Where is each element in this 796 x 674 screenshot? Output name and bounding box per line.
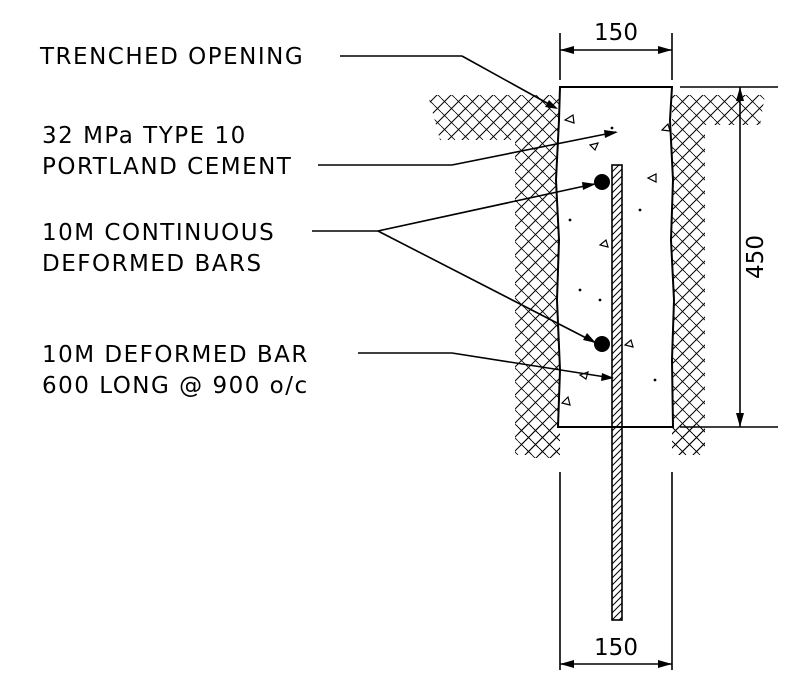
dim-top-width-text: 150	[594, 20, 638, 46]
continuous-bar-bottom	[594, 336, 610, 352]
dim-top-width	[559, 33, 673, 80]
label-cement-line1: 32 MPa TYPE 10	[42, 123, 247, 149]
dim-depth-text: 450	[743, 235, 769, 279]
label-bars-line2: DEFORMED BARS	[42, 251, 263, 277]
label-cement-line2: PORTLAND CEMENT	[42, 154, 292, 180]
label-trenched-opening: TRENCHED OPENING	[39, 44, 304, 70]
dim-bottom-width-text: 150	[594, 635, 638, 661]
dim-depth	[680, 86, 778, 428]
dim-bottom-width	[559, 472, 673, 670]
continuous-bar-top	[594, 174, 610, 190]
vertical-deformed-bar	[611, 164, 623, 621]
label-bar-line2: 600 LONG @ 900 o/c	[42, 373, 309, 399]
leader-lines	[312, 55, 618, 381]
label-bars-line1: 10M CONTINUOUS	[42, 220, 275, 246]
label-bar-line1: 10M DEFORMED BAR	[42, 342, 309, 368]
